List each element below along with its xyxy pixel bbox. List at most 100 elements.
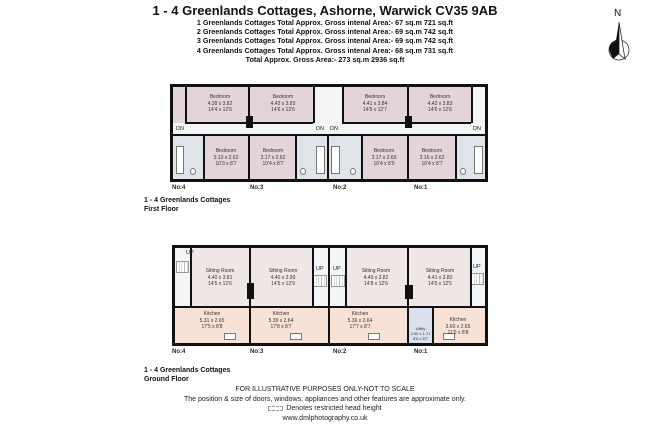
room-label: Utility 2.60 x 1.71 8'6 x 5'7: [410, 326, 431, 341]
wall: [175, 306, 485, 308]
total-area: Total Approx. Gross Area:- 273 sq.m 2936…: [245, 54, 405, 64]
bedroom-5: [203, 134, 248, 179]
website: www.dmlphotography.co.uk: [282, 414, 368, 422]
wall: [342, 87, 344, 123]
unit-label-1: No:1: [414, 349, 428, 355]
bedroom-7: [361, 134, 407, 179]
unit-label-3: No:3: [250, 349, 264, 355]
party-wall: [328, 245, 330, 346]
staircase: [331, 275, 345, 287]
room-label: Sitting Room 4.41 x 3.80 14'5 x 12'5: [425, 268, 455, 287]
wall: [471, 87, 473, 123]
chimney-stack: [246, 116, 253, 128]
wall: [185, 87, 187, 123]
kitchen-sink: [368, 333, 380, 340]
wall: [170, 84, 488, 87]
bedroom-2: [250, 87, 313, 123]
compass-arrow-icon: [608, 21, 630, 61]
wall: [455, 134, 457, 179]
unit-label-1: No:1: [414, 185, 428, 191]
unit-label-3: No:3: [250, 185, 264, 191]
sitting-room-4: [409, 248, 470, 306]
stair-void: [313, 87, 342, 123]
sitting-room-3: [345, 248, 407, 306]
staircase: [471, 273, 484, 285]
room-label: Sitting Room 4.40 x 3.90 14'5 x 12'9: [268, 268, 298, 287]
stair-void: [173, 87, 185, 123]
staircase: [176, 261, 189, 273]
chimney-breast: [405, 285, 413, 299]
kitchen-sink: [290, 333, 302, 340]
room-label: Bedroom 3.13 x 2.62 10'3 x 8'7: [213, 148, 239, 167]
room-label: Sitting Room 4.40 x 3.81 14'5 x 12'6: [205, 268, 235, 287]
room-label: Kitchen 5.31 x 2.65 17'5 x 8'8: [199, 311, 225, 330]
bedroom-4: [409, 87, 471, 123]
first-floor-plan: DN DN DN DN Bedroom 4.39 x 3.82 14'4 x 1…: [170, 84, 488, 182]
area-line-1: 1 Greenlands Cottages Total Approx. Gros…: [196, 18, 454, 27]
kitchen-sink: [224, 333, 236, 340]
wall: [173, 134, 485, 136]
stair-down-tag: DN: [316, 126, 324, 132]
area-line-2: 2 Greenlands Cottages Total Approx. Gros…: [196, 27, 454, 37]
chimney-stack: [405, 116, 412, 128]
wall: [470, 248, 472, 306]
wall: [295, 134, 297, 179]
wall: [485, 84, 488, 182]
sitting-room-1: [190, 248, 249, 306]
room-label: Kitchen 5.39 x 2.64 17'8 x 8'7: [268, 311, 294, 330]
footer-notes: FOR ILLUSTRATIVE PURPOSES ONLY-NOT TO SC…: [0, 385, 650, 423]
room-label: Bedroom 3.16 x 2.62 10'4 x 8'7: [419, 148, 445, 167]
stair-up-tag: UP: [473, 264, 481, 270]
stair-down-tag: DN: [473, 126, 481, 132]
kitchen-2: [251, 307, 328, 343]
bathtub: [316, 146, 325, 174]
wall: [432, 307, 434, 343]
approximation-note: The position & size of doors, windows, a…: [184, 395, 466, 403]
stair-void: [471, 87, 485, 123]
area-line-4: 4 Greenlands Cottages Total Approx. Gros…: [196, 45, 454, 55]
bedroom-8: [409, 134, 455, 179]
ground-floor-plan: UP UP UP UP Sitting Room 4.40 x 3.81 14'…: [172, 245, 488, 346]
toilet: [190, 168, 196, 175]
wall: [485, 245, 488, 346]
sitting-room-2: [251, 248, 312, 306]
wall: [313, 87, 315, 123]
room-label: Kitchen 3.60 x 2.65 11'9 x 8'8: [445, 317, 471, 336]
chimney-breast: [247, 283, 254, 299]
stair-up-tag: UP: [316, 266, 324, 272]
wall: [345, 248, 347, 306]
room-label: Bedroom 4.39 x 3.82 14'4 x 12'6: [207, 94, 233, 113]
wall: [172, 343, 488, 346]
toilet: [300, 168, 306, 175]
bathtub: [474, 146, 483, 174]
wall: [172, 245, 488, 248]
wall: [172, 245, 175, 346]
bedroom-1: [185, 87, 248, 123]
north-compass: N: [600, 8, 640, 63]
kitchen-4: [432, 307, 485, 343]
bathtub: [176, 146, 184, 174]
room-label: Kitchen 5.36 x 2.64 17'7 x 8'7: [347, 311, 373, 330]
landing: [173, 123, 485, 134]
ground-floor-caption: 1 - 4 Greenlands Cottages Ground Floor: [144, 367, 231, 383]
area-line-3: 3 Greenlands Cottages Total Approx. Gros…: [196, 36, 454, 46]
bedroom-6: [250, 134, 295, 179]
unit-label-2: No:2: [333, 349, 347, 355]
unit-label-2: No:2: [333, 185, 347, 191]
wall: [170, 179, 488, 182]
stair-up-tag: UP: [186, 250, 194, 256]
room-label: Bedroom 4.41 x 3.84 14'5 x 12'7: [362, 94, 388, 113]
bedroom-3: [342, 87, 407, 123]
restricted-height-swatch: [268, 405, 284, 411]
first-floor-caption: 1 - 4 Greenlands Cottages First Floor: [144, 197, 231, 213]
disclaimer: FOR ILLUSTRATIVE PURPOSES ONLY-NOT TO SC…: [235, 386, 415, 393]
unit-label-4: No:4: [172, 185, 186, 191]
property-title: 1 - 4 Greenlands Cottages, Ashorne, Warw…: [152, 3, 498, 18]
stair-down-tag: DN: [330, 126, 338, 132]
wall: [361, 134, 363, 179]
kitchen-1: [175, 307, 249, 343]
wall: [170, 84, 173, 182]
legend-label: Denotes restricted head height: [286, 405, 382, 412]
wall: [203, 134, 205, 179]
hallway: [175, 248, 190, 306]
